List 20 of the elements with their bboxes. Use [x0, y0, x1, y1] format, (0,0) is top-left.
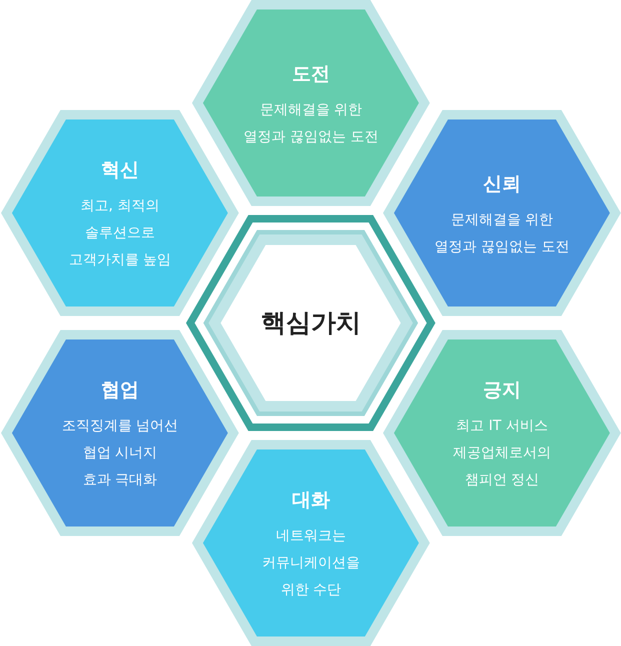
value-description: 문제해결을 위한 열정과 끊임없는 도전: [434, 210, 570, 256]
value-title: 긍지: [482, 378, 521, 402]
value-title: 협업: [100, 378, 139, 402]
value-hexagon: [192, 0, 430, 206]
value-description: 최고, 최적의 솔루션으로 고객가치를 높임: [68, 197, 172, 270]
value-title: 신뢰: [482, 172, 521, 196]
value-description: 문제해결을 위한 열정과 끊임없는 도전: [244, 100, 378, 146]
value-hexagon: [1, 330, 239, 536]
value-description: 조직징계를 넘어선 협업 시너지 효과 극대화: [62, 417, 178, 490]
value-hexagon: [192, 440, 430, 646]
value-hexagon: [383, 330, 621, 536]
value-hexagon: [1, 110, 239, 316]
value-description: 네트워크는 커뮤니케이션을 위한 수단: [262, 527, 360, 600]
value-description: 최고 IT 서비스 제공업체로서의 챔피언 정신: [452, 417, 551, 490]
core-value-label: 핵심가치: [260, 307, 361, 339]
value-title: 대화: [292, 488, 330, 512]
value-title: 도전: [292, 62, 330, 86]
value-title: 혁신: [100, 158, 139, 182]
value-hexagon: [383, 110, 621, 316]
core-hexagon: [186, 215, 436, 431]
